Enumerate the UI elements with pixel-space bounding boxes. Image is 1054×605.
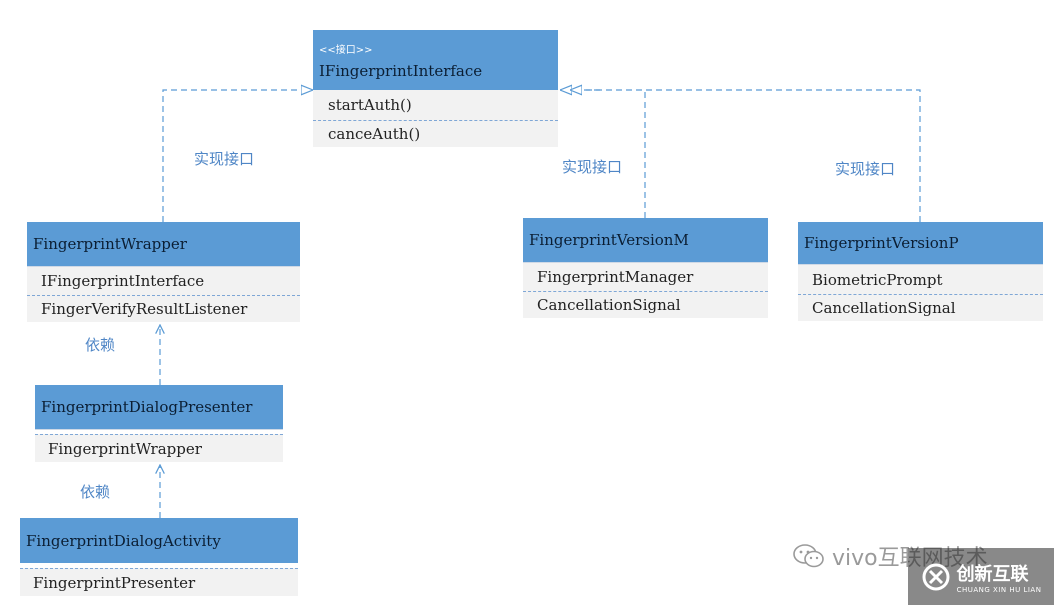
class-box-version-p: FingerprintVersionP BiometricPrompt Canc… bbox=[798, 222, 1043, 321]
class-member: IFingerprintInterface bbox=[27, 267, 300, 295]
class-member: FingerVerifyResultListener bbox=[27, 295, 300, 322]
interface-stereotype: <<接口>> bbox=[319, 44, 373, 56]
realization-wrapper bbox=[162, 90, 313, 222]
interface-method: canceAuth() bbox=[313, 120, 558, 147]
class-box-activity: FingerprintDialogActivity FingerprintPre… bbox=[20, 518, 298, 596]
class-header: FingerprintDialogPresenter bbox=[35, 385, 283, 430]
interface-header: <<接口>> IFingerprintInterface bbox=[313, 30, 558, 90]
edge-label-implements: 实现接口 bbox=[194, 150, 255, 168]
class-member: FingerprintWrapper bbox=[35, 434, 283, 462]
class-header: FingerprintWrapper bbox=[27, 222, 300, 267]
edge-label-implements: 实现接口 bbox=[562, 158, 623, 176]
interface-box: <<接口>> IFingerprintInterface startAuth()… bbox=[313, 30, 558, 147]
class-member: CancellationSignal bbox=[523, 291, 768, 318]
class-box-wrapper: FingerprintWrapper IFingerprintInterface… bbox=[27, 222, 300, 322]
class-header: FingerprintVersionP bbox=[798, 222, 1043, 265]
wechat-icon bbox=[793, 544, 824, 568]
class-header: FingerprintVersionM bbox=[523, 218, 768, 263]
interface-method: startAuth() bbox=[313, 90, 558, 120]
site-watermark: 创新互联 CHUANG XIN HU LIAN bbox=[908, 548, 1054, 605]
logo-icon bbox=[922, 563, 950, 590]
class-member: CancellationSignal bbox=[798, 294, 1043, 321]
class-member: FingerprintPresenter bbox=[20, 568, 298, 596]
class-member: BiometricPrompt bbox=[798, 265, 1043, 294]
class-header: FingerprintDialogActivity bbox=[20, 518, 298, 563]
realization-version-p bbox=[560, 90, 921, 222]
edge-label-depends: 依赖 bbox=[80, 483, 111, 501]
class-member: FingerprintManager bbox=[523, 263, 768, 291]
edge-label-depends: 依赖 bbox=[85, 336, 116, 354]
class-box-presenter: FingerprintDialogPresenter FingerprintWr… bbox=[35, 385, 283, 462]
site-watermark-subtext: CHUANG XIN HU LIAN bbox=[956, 585, 1042, 594]
edge-label-implements: 实现接口 bbox=[835, 160, 896, 178]
class-box-version-m: FingerprintVersionM FingerprintManager C… bbox=[523, 218, 768, 318]
interface-name: IFingerprintInterface bbox=[319, 61, 483, 80]
site-watermark-text: 创新互联 bbox=[956, 563, 1029, 585]
